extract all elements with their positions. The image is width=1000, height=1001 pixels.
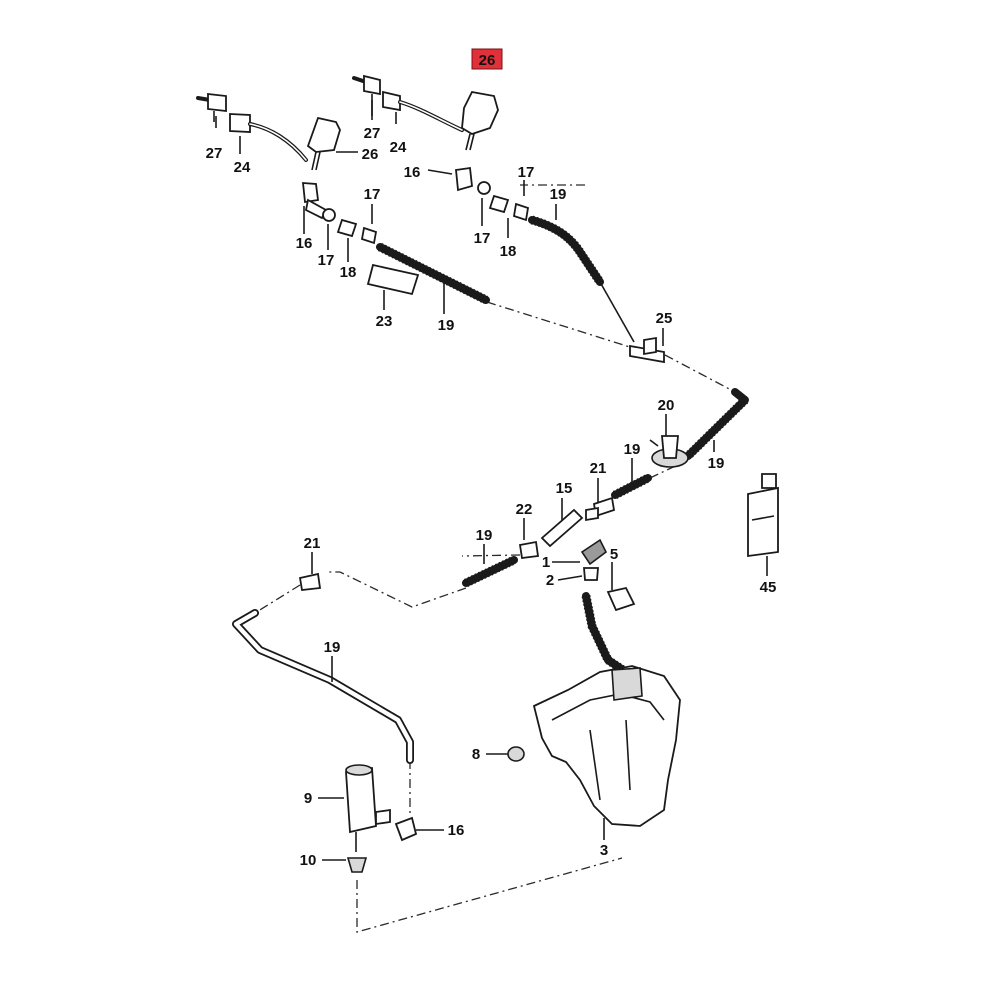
callout-20[interactable]: 20 bbox=[658, 397, 675, 414]
callout-18[interactable]: 18 bbox=[500, 243, 517, 260]
callout-17[interactable]: 17 bbox=[318, 252, 335, 269]
callout-22[interactable]: 22 bbox=[516, 501, 533, 518]
left-washer-nozzle bbox=[306, 116, 341, 153]
callout-25[interactable]: 25 bbox=[656, 310, 673, 327]
callout-9[interactable]: 9 bbox=[304, 790, 312, 807]
filler-cap bbox=[580, 538, 608, 581]
callout-23[interactable]: 23 bbox=[376, 313, 393, 330]
callout-1[interactable]: 1 bbox=[542, 554, 550, 571]
washer-fluid-bottle bbox=[747, 473, 779, 558]
callout-2[interactable]: 2 bbox=[546, 572, 554, 589]
callout-8[interactable]: 8 bbox=[472, 746, 480, 763]
leader-lines bbox=[215, 100, 768, 861]
grommet bbox=[507, 746, 525, 762]
t-piece bbox=[629, 336, 665, 364]
callout-15[interactable]: 15 bbox=[556, 480, 573, 497]
callout-16[interactable]: 16 bbox=[296, 235, 313, 252]
callout-5[interactable]: 5 bbox=[610, 546, 618, 563]
callout-17[interactable]: 17 bbox=[518, 164, 535, 181]
callout-45[interactable]: 45 bbox=[760, 579, 777, 596]
elbow-connector bbox=[394, 816, 418, 842]
long-hose bbox=[232, 572, 414, 764]
callout-19[interactable]: 19 bbox=[438, 317, 455, 334]
callout-16[interactable]: 16 bbox=[448, 822, 465, 839]
callout-19[interactable]: 19 bbox=[708, 455, 725, 472]
callout-24[interactable]: 24 bbox=[390, 139, 407, 156]
callout-26-highlighted[interactable]: 26 bbox=[479, 52, 496, 69]
callout-27[interactable]: 27 bbox=[206, 145, 223, 162]
pump-seal bbox=[346, 857, 368, 873]
callout-19[interactable]: 19 bbox=[624, 441, 641, 458]
callout-21[interactable]: 21 bbox=[304, 535, 321, 552]
callout-19[interactable]: 19 bbox=[550, 186, 567, 203]
callouts: 26 27 24 26 27 24 16 17 19 17 18 17 16 1… bbox=[206, 48, 777, 869]
callout-26[interactable]: 26 bbox=[362, 146, 379, 163]
filler-neck bbox=[581, 586, 636, 676]
highlight-box bbox=[471, 48, 503, 70]
callout-19[interactable]: 19 bbox=[324, 639, 341, 656]
callout-3[interactable]: 3 bbox=[600, 842, 608, 859]
right-injector-group bbox=[352, 74, 635, 343]
hose-right bbox=[684, 388, 749, 460]
highlighted-washer-nozzle bbox=[461, 90, 499, 135]
callout-16[interactable]: 16 bbox=[404, 164, 421, 181]
callout-19[interactable]: 19 bbox=[476, 527, 493, 544]
callout-17[interactable]: 17 bbox=[364, 186, 381, 203]
callout-17[interactable]: 17 bbox=[474, 230, 491, 247]
middle-hose-chain bbox=[462, 473, 652, 588]
left-injector-group bbox=[196, 92, 490, 305]
washer-reservoir bbox=[532, 665, 681, 827]
washer-pump bbox=[345, 764, 391, 852]
callout-10[interactable]: 10 bbox=[300, 852, 317, 869]
callout-27[interactable]: 27 bbox=[364, 125, 381, 142]
check-valve bbox=[649, 435, 689, 468]
flow-lines bbox=[254, 184, 736, 933]
callout-18[interactable]: 18 bbox=[340, 264, 357, 281]
callout-24[interactable]: 24 bbox=[234, 159, 251, 176]
callout-21[interactable]: 21 bbox=[590, 460, 607, 477]
